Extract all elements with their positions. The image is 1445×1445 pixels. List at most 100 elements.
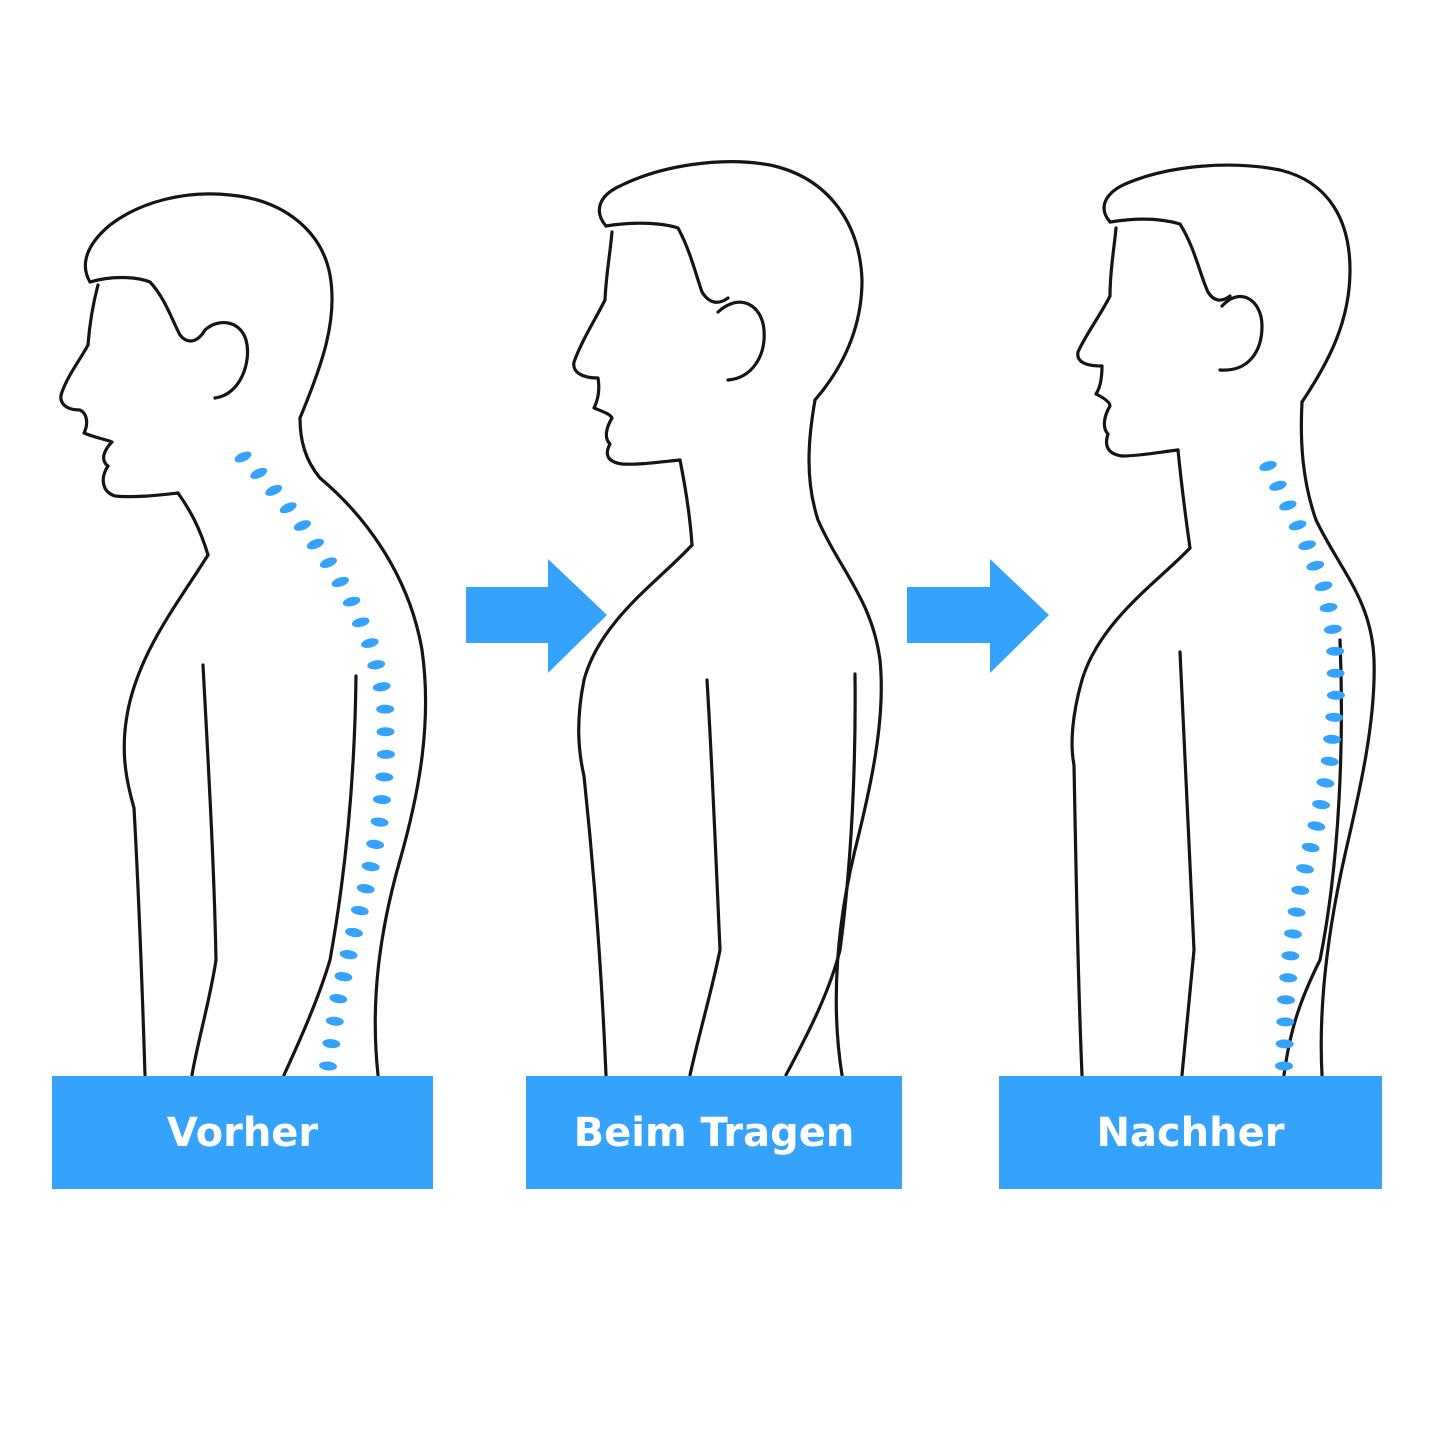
figure-before-hairline <box>88 275 207 343</box>
spine-vertebra <box>1319 603 1338 613</box>
figure-after-throat <box>1176 448 1192 550</box>
spine-vertebra <box>376 704 395 714</box>
label-during: Beim Tragen <box>573 1109 855 1156</box>
figure-before-spine <box>234 451 395 1071</box>
spine-vertebra <box>345 927 363 938</box>
figure-before-back <box>298 416 428 1077</box>
spine-vertebra <box>1275 1061 1293 1071</box>
spine-vertebra <box>1314 581 1333 592</box>
spine-vertebra <box>1296 864 1314 874</box>
spine-vertebra <box>351 617 370 628</box>
spine-vertebra <box>279 502 297 514</box>
figure-during-arm-front <box>688 678 722 1077</box>
spine-vertebra <box>1298 540 1316 551</box>
spine-vertebra <box>1279 500 1297 511</box>
figure-after-face-profile <box>1076 226 1180 458</box>
spine-vertebra <box>1279 973 1298 983</box>
spine-vertebra <box>265 484 283 496</box>
label-after: Nachher <box>1096 1109 1285 1156</box>
spine-vertebra <box>1325 712 1344 722</box>
spine-vertebra <box>1323 734 1342 744</box>
figure-during <box>572 160 883 1077</box>
spine-vertebra <box>234 451 252 463</box>
spine-vertebra <box>325 1016 344 1026</box>
spine-vertebra <box>331 576 349 588</box>
figure-after-hairline <box>1108 217 1232 302</box>
figure-after-arm-back <box>1282 638 1343 1077</box>
spine-vertebra <box>1276 1017 1295 1027</box>
figure-after-back <box>1299 400 1376 1077</box>
arrow-right-icon <box>907 559 1049 673</box>
figure-before-head-outline <box>83 192 334 420</box>
spine-vertebra <box>1323 624 1342 634</box>
figure-during-chest <box>577 543 694 1077</box>
figure-during-ear <box>716 300 766 382</box>
figure-before-face-profile <box>59 283 180 499</box>
figure-during-head-outline <box>597 160 864 402</box>
spine-vertebra <box>1326 668 1345 678</box>
figure-before-chest <box>122 553 210 1077</box>
spine-vertebra <box>319 1061 337 1071</box>
figure-during-back <box>807 398 883 1077</box>
spine-vertebra <box>293 520 311 531</box>
spine-vertebra <box>366 839 385 849</box>
spine-vertebra <box>370 817 389 827</box>
spine-vertebra <box>1281 951 1300 961</box>
spine-vertebra <box>250 467 268 479</box>
spine-vertebra <box>375 772 394 782</box>
spine-vertebra <box>322 1039 341 1049</box>
spine-vertebra <box>376 727 395 737</box>
spine-vertebra <box>319 557 337 568</box>
spine-vertebra <box>342 596 361 607</box>
spine-vertebra <box>361 638 379 648</box>
figure-during-hairline <box>604 221 730 304</box>
figure-before-throat <box>176 491 210 557</box>
spine-vertebra <box>1275 1039 1294 1049</box>
spine-vertebra <box>1284 929 1302 939</box>
spine-vertebra <box>1301 842 1320 853</box>
figure-after-head-outline <box>1102 163 1352 404</box>
figure-after-ear <box>1218 294 1264 372</box>
spine-vertebra <box>1326 646 1345 656</box>
spine-vertebra <box>1306 560 1325 571</box>
figure-after-spine <box>1259 461 1345 1071</box>
spine-vertebra <box>1259 461 1277 471</box>
figure-before-arm-front <box>190 663 218 1077</box>
label-box-after-bg <box>999 1076 1382 1189</box>
figure-before-arm-back <box>282 674 358 1077</box>
spine-vertebra <box>329 994 348 1004</box>
spine-vertebra <box>356 884 375 894</box>
spine-vertebra <box>1288 520 1307 531</box>
spine-vertebra <box>306 538 324 550</box>
figure-during-throat <box>678 458 694 547</box>
spine-vertebra <box>1316 778 1335 788</box>
spine-vertebra <box>373 795 391 805</box>
spine-vertebra <box>1312 800 1331 810</box>
figure-after-arm-front <box>1178 650 1196 1077</box>
spine-vertebra <box>1269 480 1287 491</box>
label-before: Vorher <box>166 1109 319 1156</box>
spine-vertebra <box>1287 907 1306 917</box>
figure-during-arm-back <box>784 672 857 1077</box>
spine-vertebra <box>367 660 386 670</box>
spine-vertebra <box>350 905 369 916</box>
spine-vertebra <box>1277 995 1295 1005</box>
figure-during-face-profile <box>572 230 682 466</box>
figure-after <box>1070 163 1376 1077</box>
figure-after-chest <box>1070 546 1192 1077</box>
spine-vertebra <box>1326 690 1345 700</box>
spine-vertebra <box>376 749 395 759</box>
spine-vertebra <box>334 972 353 982</box>
spine-vertebra <box>339 949 358 960</box>
label-box-during-bg <box>526 1076 902 1189</box>
figure-before <box>59 192 428 1077</box>
spine-vertebra <box>1320 756 1339 766</box>
figure-before-ear <box>203 321 250 400</box>
spine-vertebra <box>1291 885 1310 895</box>
spine-vertebra <box>361 862 380 872</box>
spine-vertebra <box>1307 821 1326 831</box>
label-box-before-bg <box>52 1076 433 1189</box>
arrow-right-icon <box>466 559 607 673</box>
spine-vertebra <box>372 682 391 692</box>
